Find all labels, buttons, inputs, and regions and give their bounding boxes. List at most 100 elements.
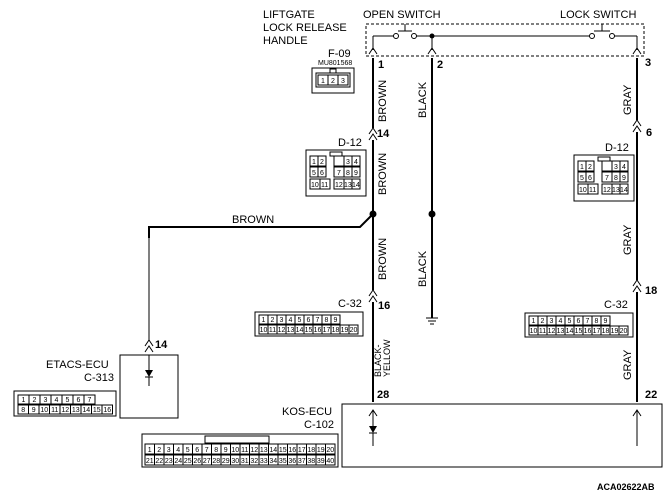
connector-pin-label: 2 xyxy=(271,317,275,324)
connector-pin-label: 25 xyxy=(184,458,192,465)
svg-text:3: 3 xyxy=(341,78,345,85)
component-label-line3: HANDLE xyxy=(263,35,308,47)
pin-c32-right: 18 xyxy=(645,285,657,297)
svg-text:7: 7 xyxy=(337,170,341,177)
pin-kos-right: 22 xyxy=(645,389,657,401)
connector-pin-label: 21 xyxy=(146,458,154,465)
connector-pin-label: 19 xyxy=(611,328,619,335)
connector-pin-cell xyxy=(600,315,611,326)
svg-text:2: 2 xyxy=(331,78,335,85)
svg-text:6: 6 xyxy=(588,175,592,182)
connector-pin-label: 38 xyxy=(307,458,315,465)
connector-pin-label: 4 xyxy=(176,447,180,454)
connector-pin-cell xyxy=(348,324,359,335)
connector-pin-label: 11 xyxy=(51,407,58,414)
connector-pin-label: 1 xyxy=(22,397,26,404)
connector-pin-label: 16 xyxy=(314,327,322,334)
connector-pin-label: 13 xyxy=(287,327,295,334)
connector-pin-label: 33 xyxy=(260,458,268,465)
connector-f09-part: MU801568 xyxy=(318,60,352,67)
connector-pin-label: 12 xyxy=(61,407,69,414)
kos-ecu-connector: C-102 xyxy=(304,419,334,431)
connector-pin-label: 30 xyxy=(231,458,239,465)
pin-handle-1: 1 xyxy=(378,59,384,71)
connector-pin-label: 10 xyxy=(530,328,538,335)
connector-pin-label: 8 xyxy=(595,318,599,325)
wire-label-black-yellow-1: BLACK- xyxy=(373,344,383,377)
pin-kos-left: 28 xyxy=(377,389,389,401)
diagram-code: ACA02622AB xyxy=(597,482,655,492)
connector-pin-label: 18 xyxy=(602,328,610,335)
connector-pin-label: 5 xyxy=(568,318,572,325)
svg-text:8: 8 xyxy=(346,170,350,177)
connector-pin-cell xyxy=(101,404,113,415)
wire-label-gray-3: GRAY xyxy=(622,349,634,380)
connector-pin-label: 9 xyxy=(224,447,228,454)
connector-pin-label: 11 xyxy=(269,327,276,334)
connector-pin-label: 18 xyxy=(332,327,340,334)
connector-pin-label: 22 xyxy=(155,458,163,465)
connector-c32-left-name: C-32 xyxy=(338,298,362,310)
connector-pin-label: 14 xyxy=(82,407,90,414)
connector-pin-label: 20 xyxy=(620,328,628,335)
terminal-arrow xyxy=(368,47,378,55)
wire-label-black-2: BLACK xyxy=(417,250,429,287)
svg-text:2: 2 xyxy=(588,164,592,171)
wire-brown-to-etacs xyxy=(148,213,374,238)
connector-pin-label: 4 xyxy=(559,318,563,325)
wire-label-brown-2: BROWN xyxy=(377,153,389,195)
svg-text:10: 10 xyxy=(579,187,587,194)
connector-pin-label: 9 xyxy=(32,407,36,414)
svg-text:14: 14 xyxy=(620,187,628,194)
svg-text:9: 9 xyxy=(622,175,626,182)
wire-label-black-yellow-2: YELLOW xyxy=(382,339,392,377)
connector-pin-label: 10 xyxy=(231,447,239,454)
connector-pin-label: 6 xyxy=(307,317,311,324)
connector-pin-label: 27 xyxy=(203,458,211,465)
connector-pin-label: 3 xyxy=(167,447,171,454)
connector-pin-label: 6 xyxy=(577,318,581,325)
terminal-arrow xyxy=(427,47,437,55)
terminal-arrow xyxy=(632,47,642,55)
connector-pin-label: 10 xyxy=(260,327,268,334)
svg-text:1: 1 xyxy=(580,164,584,171)
connector-pin-label: 1 xyxy=(148,447,152,454)
svg-text:12: 12 xyxy=(603,187,611,194)
connector-pin-label: 29 xyxy=(222,458,230,465)
wire-label-brown-3: BROWN xyxy=(377,238,389,280)
connector-pin-label: 12 xyxy=(250,447,258,454)
connector-pin-label: 11 xyxy=(241,447,248,454)
connector-pin-label: 13 xyxy=(260,447,268,454)
etacs-internal-diode xyxy=(145,355,153,386)
svg-text:13: 13 xyxy=(344,182,352,189)
connector-pin-label: 8 xyxy=(325,317,329,324)
connector-junction-c32-right xyxy=(632,279,642,293)
svg-text:9: 9 xyxy=(354,170,358,177)
connector-pin-label: 23 xyxy=(165,458,173,465)
svg-text:4: 4 xyxy=(354,159,358,166)
svg-text:2: 2 xyxy=(320,159,324,166)
terminal-etacs xyxy=(144,339,154,353)
connector-junction-d12-left xyxy=(368,127,378,141)
connector-junction-d12-right xyxy=(632,119,642,133)
connector-pin-label: 5 xyxy=(298,317,302,324)
connector-pin-cell xyxy=(325,454,336,466)
kos-internal-right xyxy=(632,409,642,446)
kos-internal-left xyxy=(368,409,378,446)
connector-pin-label: 35 xyxy=(279,458,287,465)
connector-pin-label: 19 xyxy=(341,327,349,334)
connector-pin-label: 16 xyxy=(103,407,111,414)
pin-handle-3: 3 xyxy=(645,57,651,69)
svg-text:6: 6 xyxy=(320,170,324,177)
connector-pin-label: 6 xyxy=(77,397,81,404)
connector-pin-label: 24 xyxy=(174,458,182,465)
connector-pin-label: 17 xyxy=(593,328,601,335)
connector-pin-label: 37 xyxy=(298,458,306,465)
connector-pin-label: 20 xyxy=(350,327,358,334)
splice-point-black xyxy=(428,210,436,218)
svg-text:8: 8 xyxy=(614,175,618,182)
connector-pin-label: 17 xyxy=(323,327,331,334)
